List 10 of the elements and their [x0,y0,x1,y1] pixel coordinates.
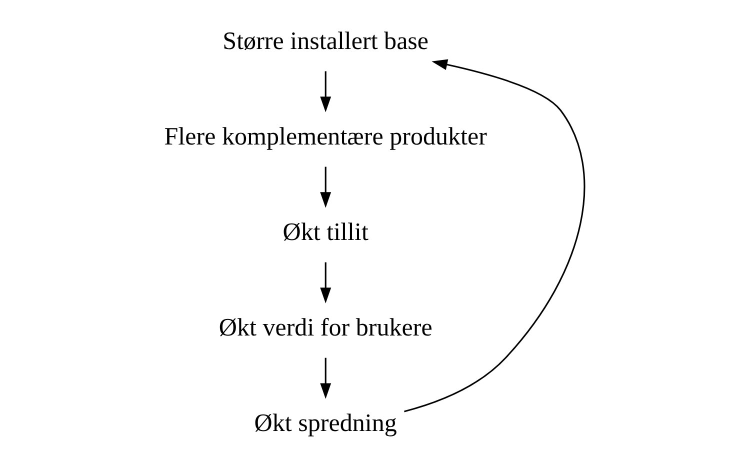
node-text: Økt tillit [282,218,368,246]
arrow [320,166,331,208]
node-text: Flere komplementære produkter [164,123,486,150]
node-text: Økt verdi for brukere [218,314,432,342]
arrow [320,358,331,399]
arrow [320,71,331,112]
node-text: Større installert base [222,28,428,55]
node-text: Økt spredning [254,410,396,438]
arrow [404,59,585,412]
arrow [320,262,331,304]
